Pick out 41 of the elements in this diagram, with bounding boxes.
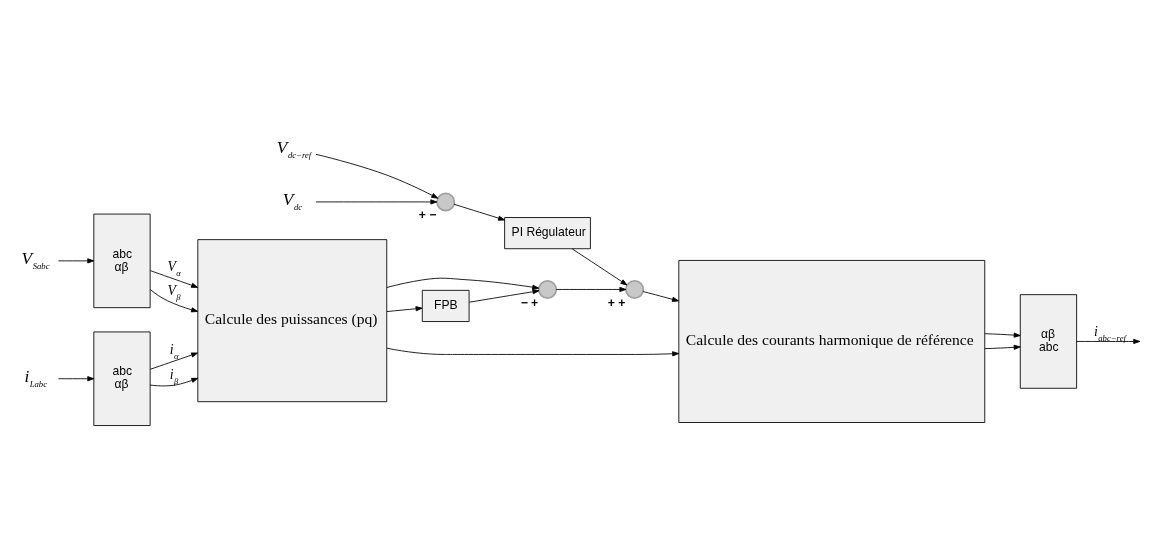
node-box: αβ abc: [1019, 294, 1078, 389]
arrow: [984, 344, 1021, 350]
arrow: [57, 258, 95, 264]
edge-label: V$_{α}$: [167, 259, 181, 279]
arrow: [386, 306, 423, 312]
arrow: [149, 270, 199, 288]
arrow: [555, 286, 627, 293]
node-label: + −: [418, 208, 437, 223]
node-box: PI Régulateur: [504, 217, 591, 250]
arrow: [315, 199, 438, 205]
arrow: [386, 347, 680, 357]
arrow: [315, 153, 439, 199]
node-box: Calcule des puissances (pq): [197, 239, 388, 403]
node-label: − +: [520, 295, 539, 310]
node-box: abc αβ: [93, 331, 151, 426]
arrow: [57, 376, 95, 382]
arrow: [386, 277, 540, 290]
edge-label: i$_{α}$: [169, 342, 179, 362]
node-circle: [436, 192, 456, 212]
arrow: [642, 291, 679, 302]
edge-label: i$_{β}$: [169, 366, 179, 386]
node-text: V$_{Sabc}$: [21, 249, 50, 272]
node-box: FPB: [421, 289, 470, 322]
arrow: [149, 289, 199, 313]
arrow: [453, 203, 505, 221]
edge-label: V$_{β}$: [167, 283, 181, 303]
arrow: [571, 248, 628, 286]
arrow: [984, 332, 1021, 338]
node-circle: [625, 279, 645, 299]
node-label: + +: [607, 295, 626, 310]
node-text: V$_{dc}$: [282, 190, 303, 213]
arrow: [1076, 338, 1141, 345]
arrow: [149, 352, 199, 370]
node-box: Calcule des courants harmonique de référence: [678, 260, 986, 423]
node-circle: [538, 279, 558, 299]
edge-label: i$_{abc−ref}$: [1093, 324, 1126, 344]
node-box: abc αβ: [93, 213, 151, 309]
arrow: [468, 289, 540, 303]
node-text: V$_{dc−ref}$: [276, 137, 312, 160]
node-text: i$_{Labc}$: [24, 367, 47, 390]
arrow: [149, 377, 199, 387]
